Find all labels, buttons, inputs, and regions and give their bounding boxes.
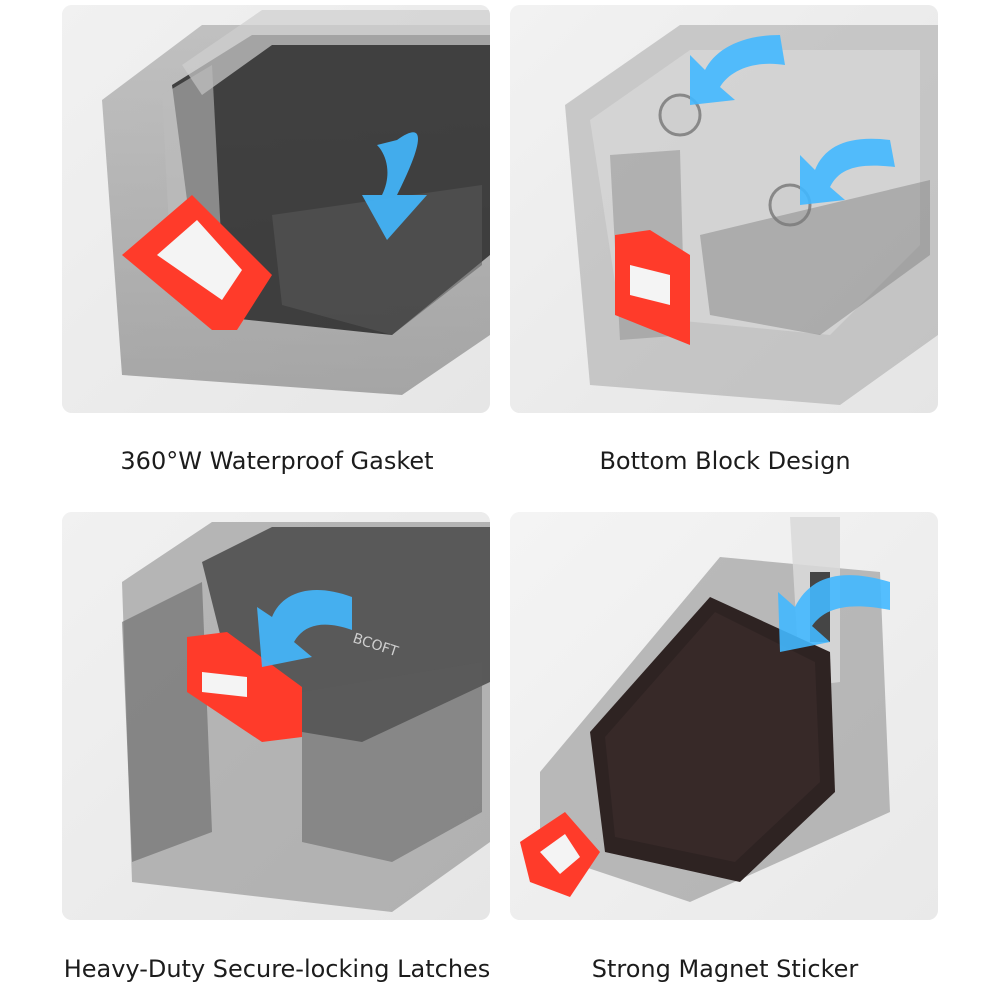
arrow-blue	[257, 589, 352, 667]
gasket-photo	[62, 5, 490, 413]
magnet-sticker	[590, 597, 835, 882]
arrow-blue	[362, 132, 427, 240]
bottom-block-photo	[510, 5, 938, 413]
caption-gasket: 360°W Waterproof Gasket	[120, 447, 434, 475]
latches-photo: BCOFT	[62, 512, 490, 920]
caption-latches: Heavy-Duty Secure-locking Latches	[63, 955, 491, 983]
latch-red	[520, 812, 600, 897]
caption-bottom-block: Bottom Block Design	[599, 447, 851, 475]
latch-red	[615, 230, 690, 345]
feature-photo-magnet	[510, 512, 938, 920]
feature-photo-gasket	[62, 5, 490, 413]
feature-photo-bottom-block	[510, 5, 938, 413]
arrow-blue	[778, 575, 890, 652]
arrow-blue	[800, 138, 895, 205]
magnet-photo	[510, 512, 938, 920]
arrow-blue	[690, 35, 785, 105]
feature-photo-latches: BCOFT	[62, 512, 490, 920]
latch-red	[122, 195, 272, 330]
latch-red	[187, 632, 302, 742]
caption-magnet: Strong Magnet Sticker	[591, 955, 859, 983]
